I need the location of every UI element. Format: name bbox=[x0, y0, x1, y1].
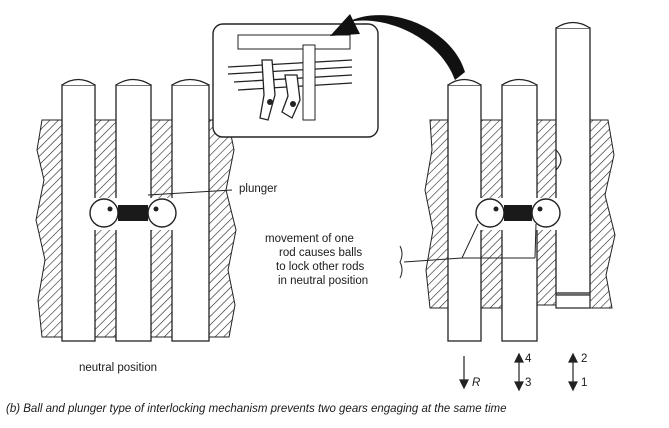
left-balls-and-plunger bbox=[89, 189, 233, 230]
gear-r-label: R bbox=[472, 377, 481, 389]
inset-view bbox=[212, 23, 379, 138]
gear-3-label: 3 bbox=[525, 377, 532, 389]
gear-4-label: 4 bbox=[525, 353, 532, 365]
gear-2-label: 2 bbox=[581, 353, 588, 365]
right-rods bbox=[447, 21, 591, 342]
pointer-arrow bbox=[330, 14, 465, 81]
figure-caption: (b) Ball and plunger type of interlockin… bbox=[6, 403, 507, 415]
gear-arrows bbox=[459, 352, 578, 392]
movement-label-line-4: in neutral position bbox=[278, 275, 369, 287]
movement-label-line-2: rod causes balls bbox=[279, 247, 363, 259]
neutral-position-label: neutral position bbox=[79, 362, 157, 374]
right-housing bbox=[424, 119, 616, 309]
movement-label-line-3: to lock other rods bbox=[276, 261, 365, 273]
left-rods bbox=[61, 78, 210, 342]
movement-leaders bbox=[399, 223, 537, 279]
right-balls-and-plunger bbox=[475, 198, 562, 230]
movement-label-line-1: movement of one bbox=[265, 233, 354, 245]
plunger-label: plunger bbox=[239, 183, 278, 195]
gear-1-label: 1 bbox=[581, 377, 588, 389]
